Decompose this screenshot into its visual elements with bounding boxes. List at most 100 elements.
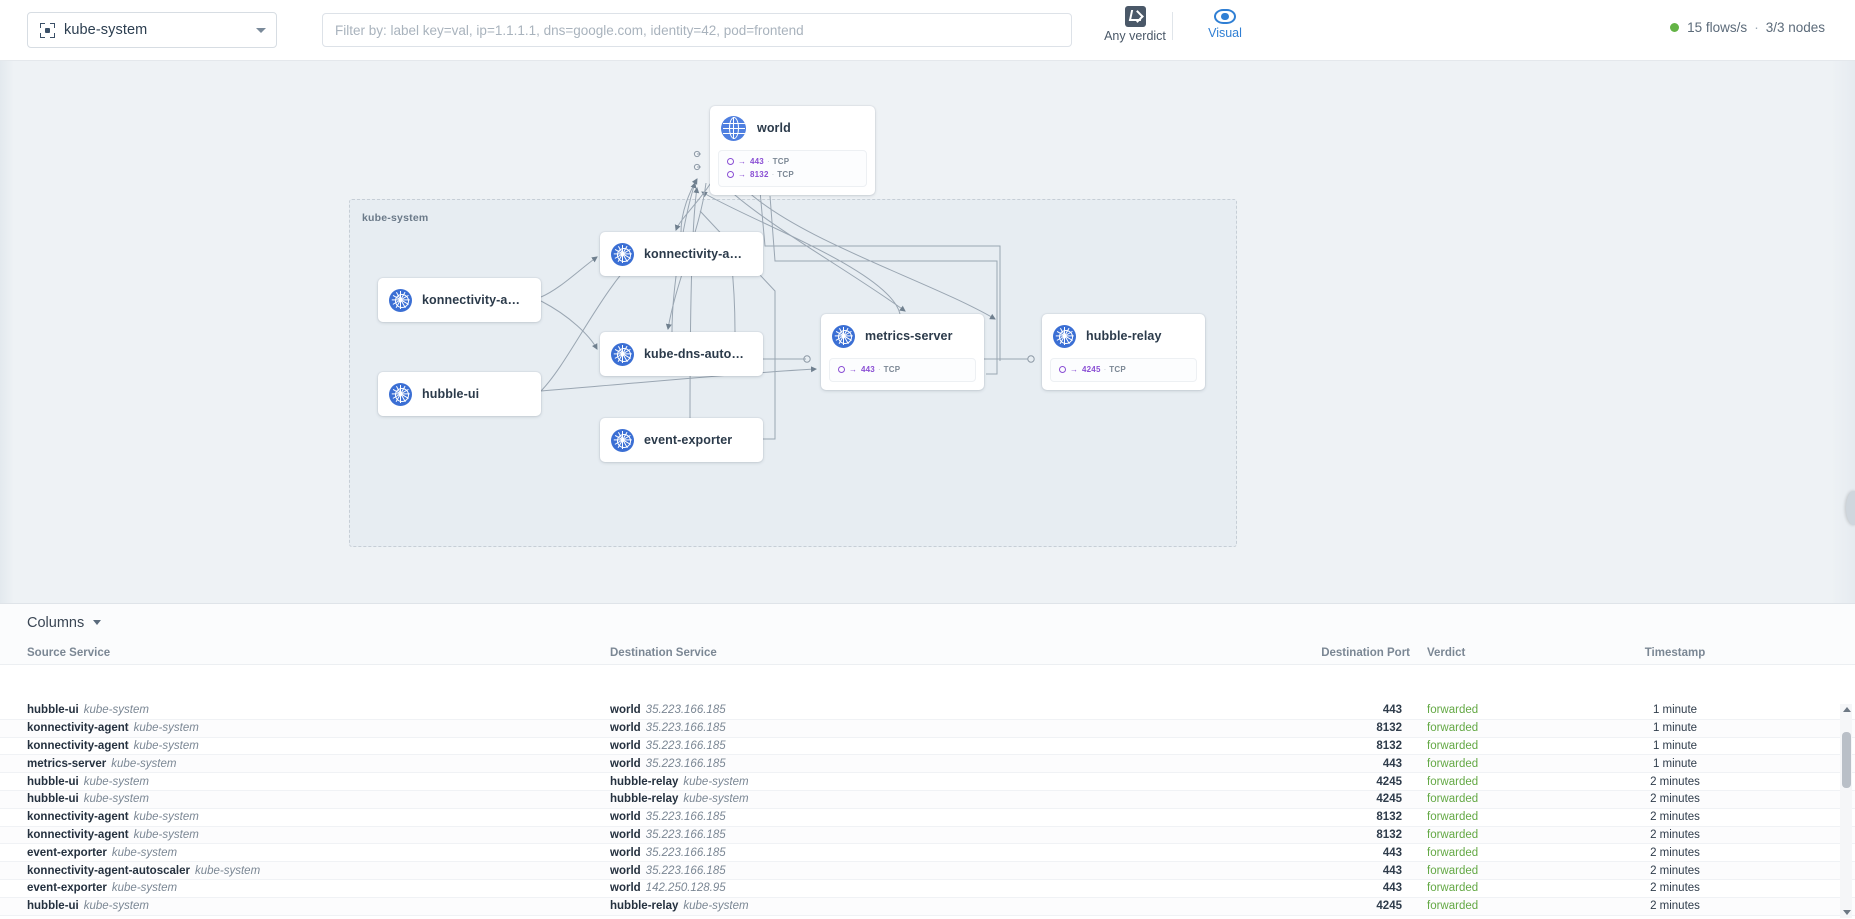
port-separator: · xyxy=(766,157,770,166)
service-node-ports: → 4245 · TCP xyxy=(1050,358,1197,382)
column-header-verdict[interactable]: Verdict xyxy=(1427,646,1466,659)
any-verdict-button[interactable]: Any verdict xyxy=(1090,6,1180,43)
service-node-title: metrics-server xyxy=(865,329,953,343)
source-service-namespace: kube-system xyxy=(133,722,199,735)
service-node-kube-dns-autoscaler[interactable]: kube-dns-autoscaler xyxy=(600,332,763,376)
eye-icon xyxy=(1214,9,1236,24)
scrollbar-thumb[interactable] xyxy=(1841,732,1851,788)
source-service-namespace: kube-system xyxy=(83,793,149,806)
columns-bar: Columns xyxy=(0,604,1855,641)
source-service-namespace: kube-system xyxy=(111,757,177,770)
service-node-konnectivity-agent[interactable]: konnectivity-agent xyxy=(378,278,541,322)
port-dot-icon xyxy=(1059,366,1066,373)
cell-timestamp: 2 minutes xyxy=(1650,811,1700,824)
service-node-world[interactable]: world → 443 · TCP → 8132 · TCP xyxy=(710,106,875,195)
column-header-destination-service[interactable]: Destination Service xyxy=(610,646,717,659)
table-header-row: Source Service Destination Service Desti… xyxy=(0,641,1855,665)
table-scrollbar[interactable] xyxy=(1840,704,1852,918)
status-dot-icon xyxy=(1670,23,1680,32)
port-row[interactable]: → 4245 · TCP xyxy=(1059,363,1188,376)
kubernetes-icon xyxy=(611,242,634,266)
service-node-hubble-relay[interactable]: hubble-relay → 4245 · TCP xyxy=(1042,314,1205,390)
namespace-group-label: kube-system xyxy=(362,212,429,224)
service-map-canvas[interactable]: kube-system xyxy=(0,61,1855,603)
source-service-namespace: kube-system xyxy=(133,811,199,824)
source-service-name: hubble-ui xyxy=(27,775,79,788)
cell-source-service: event-exporter kube-system xyxy=(0,882,610,894)
cell-destination-port: 4245 xyxy=(1376,793,1402,806)
arrow-right-icon: → xyxy=(1070,365,1078,374)
service-node-header: konnectivity-agent xyxy=(378,278,541,322)
scroll-down-arrow-icon[interactable] xyxy=(1842,910,1851,915)
port-row[interactable]: → 8132 · TCP xyxy=(727,168,858,181)
source-service-name: hubble-ui xyxy=(27,900,79,913)
source-service-namespace: kube-system xyxy=(111,882,178,895)
service-node-ports: → 443 · TCP xyxy=(829,358,976,382)
port-protocol: TCP xyxy=(883,365,901,374)
cell-verdict: forwarded xyxy=(1427,704,1479,717)
service-node-metrics-server[interactable]: metrics-server → 443 · TCP xyxy=(821,314,984,390)
service-node-title: world xyxy=(757,121,791,135)
column-header-timestamp[interactable]: Timestamp xyxy=(1644,646,1706,659)
service-node-header: hubble-ui xyxy=(378,372,541,416)
destination-service-detail: kube-system xyxy=(683,775,749,788)
cell-verdict: forwarded xyxy=(1427,828,1479,841)
side-panel-handle[interactable] xyxy=(1846,491,1855,525)
destination-service-detail: 35.223.166.185 xyxy=(645,739,726,752)
service-node-hubble-ui[interactable]: hubble-ui xyxy=(378,372,541,416)
scroll-up-arrow-icon[interactable] xyxy=(1842,707,1851,712)
cell-verdict: forwarded xyxy=(1427,739,1479,752)
destination-service-detail: kube-system xyxy=(683,900,749,913)
source-service-name: event-exporter xyxy=(27,882,107,895)
visual-mode-button[interactable]: Visual xyxy=(1190,6,1260,40)
cell-destination-port: 8132 xyxy=(1376,828,1402,841)
namespace-icon xyxy=(40,22,55,38)
globe-icon xyxy=(721,115,746,141)
columns-button[interactable]: Columns xyxy=(27,615,102,631)
service-node-title: kube-dns-autoscaler xyxy=(644,347,749,361)
port-separator: · xyxy=(771,170,775,179)
destination-service-name: hubble-relay xyxy=(610,793,679,806)
source-service-name: event-exporter xyxy=(27,846,107,859)
cell-timestamp: 2 minutes xyxy=(1650,846,1700,859)
service-node-event-exporter[interactable]: event-exporter xyxy=(600,418,763,462)
source-service-name: konnectivity-agent xyxy=(27,828,129,841)
column-header-source-service[interactable]: Source Service xyxy=(27,646,111,659)
column-header-destination-port[interactable]: Destination Port xyxy=(1321,646,1410,659)
cell-timestamp: 2 minutes xyxy=(1650,775,1700,788)
port-row[interactable]: → 443 · TCP xyxy=(838,363,967,376)
port-row[interactable]: → 443 · TCP xyxy=(727,155,858,168)
cell-timestamp: 1 minute xyxy=(1652,722,1698,735)
filter-input[interactable] xyxy=(322,13,1072,47)
destination-service-name: world xyxy=(610,704,641,717)
any-verdict-label: Any verdict xyxy=(1104,29,1166,43)
port-number: 8132 xyxy=(750,170,769,179)
namespace-select[interactable]: kube-system xyxy=(27,12,277,48)
destination-service-name: world xyxy=(610,864,641,877)
service-node-konnectivity-agent-autoscaler[interactable]: konnectivity-agent-autosc… xyxy=(600,232,763,276)
cell-timestamp: 2 minutes xyxy=(1650,864,1700,877)
cell-verdict: forwarded xyxy=(1427,846,1479,859)
port-dot-icon xyxy=(727,158,734,165)
port-dot-icon xyxy=(838,366,845,373)
cell-verdict: forwarded xyxy=(1427,882,1479,895)
